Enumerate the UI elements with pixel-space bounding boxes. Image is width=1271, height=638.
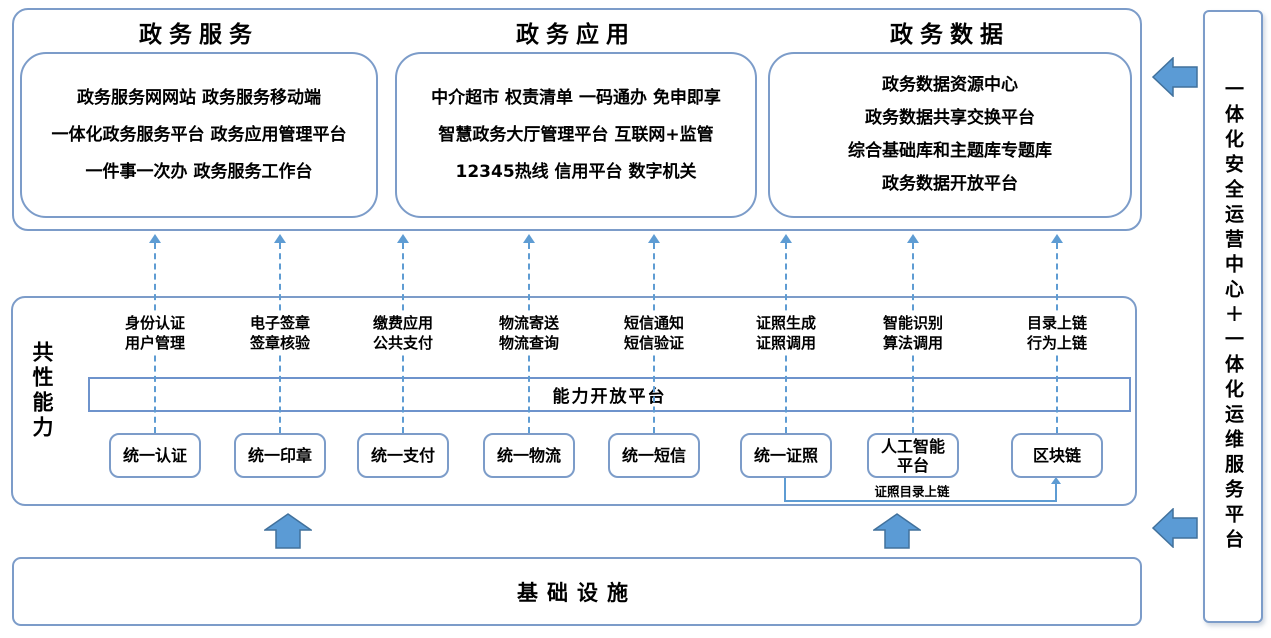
gov-service-line: 一体化政务服务平台 政务应用管理平台 — [51, 124, 347, 145]
box-line: 平台 — [896, 455, 929, 475]
box-line: 人工智能 — [880, 436, 945, 456]
up-arrowhead-icon — [1051, 234, 1063, 243]
infrastructure-box: 基础设施 — [12, 557, 1142, 626]
capability-functions-label: 智能识别 算法调用 — [879, 312, 947, 354]
label-line: 用户管理 — [124, 334, 186, 352]
capability-functions-label: 短信通知 短信验证 — [620, 312, 688, 354]
box-line: 统一短信 — [621, 446, 686, 465]
unified-auth-box: 统一认证 — [109, 433, 201, 478]
gov-application-line: 智慧政务大厅管理平台 互联网+监管 — [438, 124, 714, 145]
gov-application-box: 中介超市 权责清单 一码通办 免申即享 智慧政务大厅管理平台 互联网+监管 12… — [395, 52, 757, 218]
section-title-gov-service: 政务服务 — [139, 22, 259, 48]
gov-data-line: 政务数据资源中心 — [882, 75, 1018, 95]
gov-data-line: 政务数据开放平台 — [882, 174, 1018, 194]
capability-functions-label: 电子签章 签章核验 — [246, 312, 314, 354]
capability-functions-label: 目录上链 行为上链 — [1023, 312, 1091, 354]
gov-service-line: 一件事一次办 政务服务工作台 — [85, 161, 313, 182]
box-line: 统一支付 — [370, 446, 435, 465]
unified-sms-box: 统一短信 — [608, 433, 700, 478]
box-line: 统一认证 — [122, 446, 187, 465]
left-block-arrow-icon — [1152, 57, 1198, 97]
box-line: 统一物流 — [496, 446, 561, 465]
gov-service-box: 政务服务网网站 政务服务移动端 一体化政务服务平台 政务应用管理平台 一件事一次… — [20, 52, 378, 218]
label-line: 智能识别 — [882, 314, 944, 332]
unified-payment-box: 统一支付 — [357, 433, 449, 478]
up-block-arrow-icon — [264, 513, 312, 549]
security-ops-sidebar: 一体化安全运营中心＋一体化运维服务平台 — [1203, 10, 1263, 623]
up-arrowhead-icon — [780, 234, 792, 243]
up-arrowhead-icon — [907, 234, 919, 243]
box-line: 统一印章 — [247, 446, 312, 465]
connector-line-vertical — [784, 478, 786, 502]
label-line: 签章核验 — [249, 334, 311, 352]
capability-functions-label: 证照生成 证照调用 — [752, 312, 820, 354]
license-catalog-chain-label: 证照目录上链 — [868, 481, 956, 500]
label-line: 短信验证 — [623, 334, 685, 352]
label-line: 证照生成 — [755, 314, 817, 332]
up-arrowhead-icon — [274, 234, 286, 243]
label-line: 短信通知 — [623, 314, 685, 332]
ai-platform-box: 人工智能 平台 — [867, 433, 959, 478]
gov-service-line: 政务服务网网站 政务服务移动端 — [77, 87, 321, 108]
connector-line-vertical — [1055, 483, 1057, 502]
unified-logistics-box: 统一物流 — [483, 433, 575, 478]
blockchain-box: 区块链 — [1011, 433, 1103, 478]
up-arrowhead-icon — [1051, 477, 1061, 484]
label-line: 电子签章 — [249, 314, 311, 332]
unified-license-box: 统一证照 — [740, 433, 832, 478]
up-arrowhead-icon — [397, 234, 409, 243]
gov-application-line: 12345热线 信用平台 数字机关 — [455, 161, 697, 182]
box-line: 统一证照 — [753, 446, 818, 465]
section-title-gov-data: 政务数据 — [890, 22, 1010, 48]
capability-functions-label: 身份认证 用户管理 — [121, 312, 189, 354]
gov-data-line: 政务数据共享交换平台 — [865, 108, 1035, 128]
label-line: 证照调用 — [755, 334, 817, 352]
section-title-gov-application: 政务应用 — [516, 22, 636, 48]
box-line: 区块链 — [1032, 446, 1081, 465]
label-line: 算法调用 — [882, 334, 944, 352]
capability-open-platform-bar: 能力开放平台 — [88, 377, 1131, 412]
unified-seal-box: 统一印章 — [234, 433, 326, 478]
sidebar-vertical-label: 一体化安全运营中心＋一体化运维服务平台 — [1222, 79, 1244, 554]
label-line: 行为上链 — [1026, 334, 1088, 352]
label-line: 身份认证 — [124, 314, 186, 332]
gov-data-line: 综合基础库和主题库专题库 — [848, 141, 1052, 161]
left-block-arrow-icon — [1152, 508, 1198, 548]
gov-data-box: 政务数据资源中心 政务数据共享交换平台 综合基础库和主题库专题库 政务数据开放平… — [768, 52, 1132, 218]
label-line: 物流寄送 — [498, 314, 560, 332]
label-line: 目录上链 — [1026, 314, 1088, 332]
label-line: 物流查询 — [498, 334, 560, 352]
up-arrowhead-icon — [523, 234, 535, 243]
capability-functions-label: 缴费应用 公共支付 — [369, 312, 437, 354]
capability-functions-label: 物流寄送 物流查询 — [495, 312, 563, 354]
label-line: 缴费应用 — [372, 314, 434, 332]
up-arrowhead-icon — [648, 234, 660, 243]
label-line: 公共支付 — [372, 334, 434, 352]
gov-application-line: 中介超市 权责清单 一码通办 免申即享 — [431, 87, 721, 108]
common-capability-label: 共性能力 — [30, 341, 54, 441]
connector-line-horizontal — [784, 500, 1057, 502]
up-block-arrow-icon — [873, 513, 921, 549]
up-arrowhead-icon — [149, 234, 161, 243]
